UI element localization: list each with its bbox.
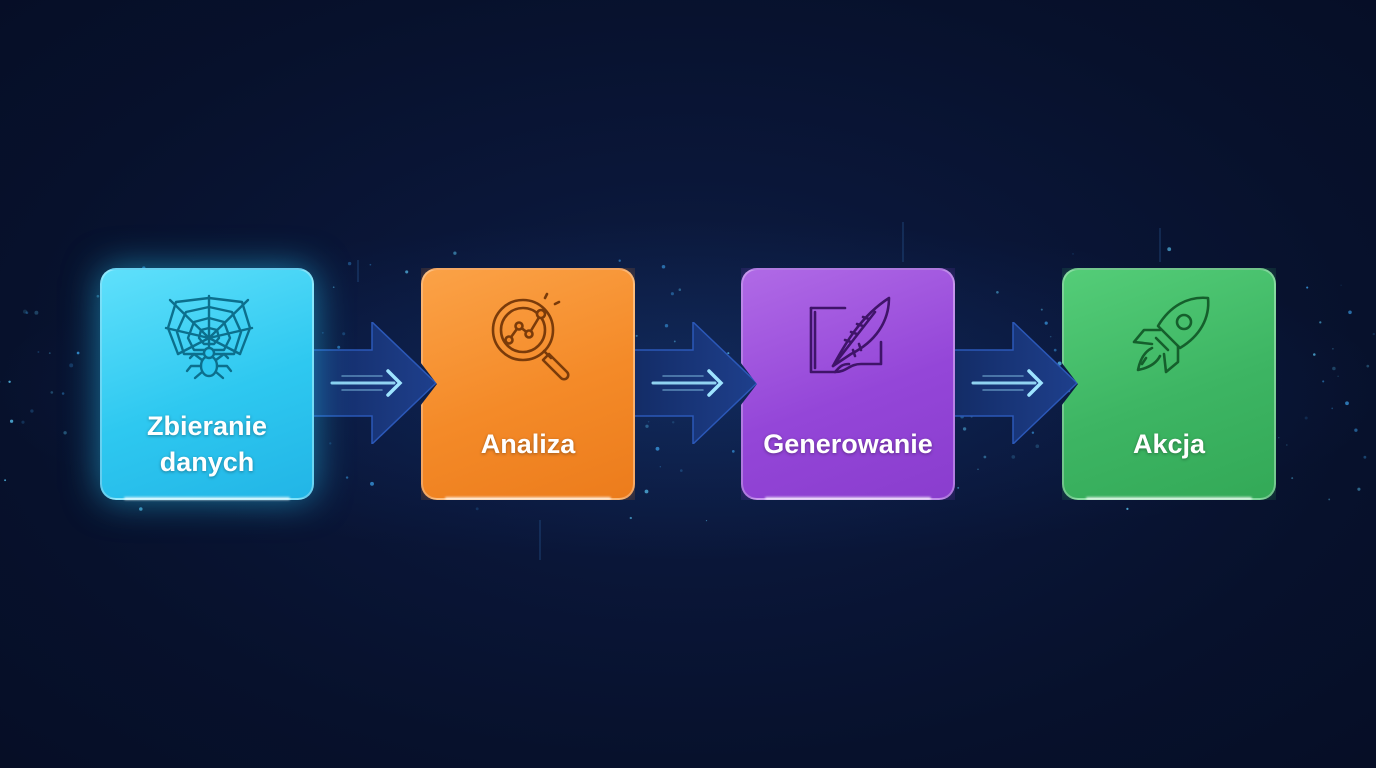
step-label: Zbieranie danych bbox=[146, 411, 268, 477]
flow-arrow-1 bbox=[312, 322, 438, 444]
step-card-data-collection: Zbieranie danych bbox=[100, 268, 314, 500]
spider-web-icon bbox=[164, 294, 254, 380]
rocket-icon bbox=[1132, 296, 1210, 374]
step-label: Generowanie bbox=[763, 429, 933, 459]
flow-arrow-2 bbox=[633, 322, 759, 444]
step-card-action: Akcja bbox=[1062, 268, 1276, 500]
step-card-generation: Generowanie bbox=[741, 268, 955, 500]
step-card-analysis: Analiza bbox=[421, 268, 635, 500]
magnifier-chart-icon bbox=[491, 292, 570, 381]
step-label: Akcja bbox=[1132, 429, 1206, 459]
flow-arrow-3 bbox=[953, 322, 1079, 444]
step-label: Analiza bbox=[480, 429, 576, 459]
quill-paper-icon bbox=[809, 296, 891, 374]
